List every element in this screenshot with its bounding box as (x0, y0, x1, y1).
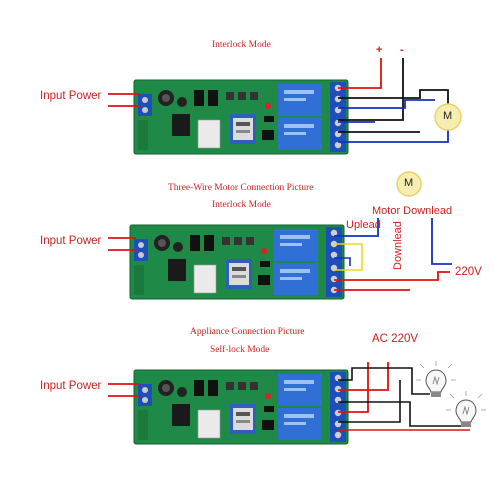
voltage-220v-label: 220V (455, 266, 482, 278)
diagram1-input-label: Input Power (40, 90, 102, 102)
motor-wire-blue-2 (338, 130, 449, 143)
minus-label: - (400, 44, 404, 56)
uplead-wire (334, 218, 379, 237)
uplead-label: Uplead (346, 219, 381, 231)
lamp-wire-1 (338, 367, 430, 395)
plus-label: + (376, 44, 383, 56)
bulb-icon-2 (445, 390, 487, 428)
ac-220v-label: AC 220V (372, 333, 419, 345)
negative-wire (338, 58, 404, 121)
diagram2-title-line1: Three-Wire Motor Connection Picture (168, 183, 314, 193)
relay-board-3 (133, 369, 349, 445)
line-220v-1 (334, 271, 450, 281)
motor-wire-blue (338, 99, 435, 109)
jumper-yellow (334, 243, 363, 271)
relay-board-1 (133, 79, 349, 155)
diagram2-title-line2: Interlock Mode (212, 200, 271, 210)
motor-downlead-label: Motor Downlead (372, 205, 453, 217)
motor-icon (434, 103, 462, 131)
motor-downlead-wire (431, 218, 452, 265)
motor-letter-2: M (404, 177, 414, 189)
diagram2-input-label: Input Power (40, 235, 102, 247)
diagram-3 (108, 360, 487, 445)
diagram3-title-line1: Appliance Connection Picture (190, 327, 305, 337)
lamp-wire-2 (338, 401, 462, 427)
motor-wire-black (338, 89, 449, 104)
positive-wire (338, 58, 382, 89)
lamp-common-wire (338, 380, 401, 423)
downlead-label: Downlead (392, 221, 404, 270)
diagram-1 (108, 58, 462, 155)
diagram3-title-line2: Self-lock Mode (210, 345, 270, 355)
motor-icon-2 (396, 171, 422, 197)
downlead-wire (334, 257, 351, 266)
diagram3-input-label: Input Power (40, 380, 102, 392)
ac-wire-2 (338, 362, 369, 413)
bulb-icon-1 (415, 360, 457, 398)
motor-letter-1: M (443, 110, 453, 122)
ac-wire-1 (338, 362, 389, 391)
relay-board-2 (129, 224, 345, 300)
diagram1-title: Interlock Mode (212, 40, 271, 50)
diagram-2 (108, 171, 452, 300)
